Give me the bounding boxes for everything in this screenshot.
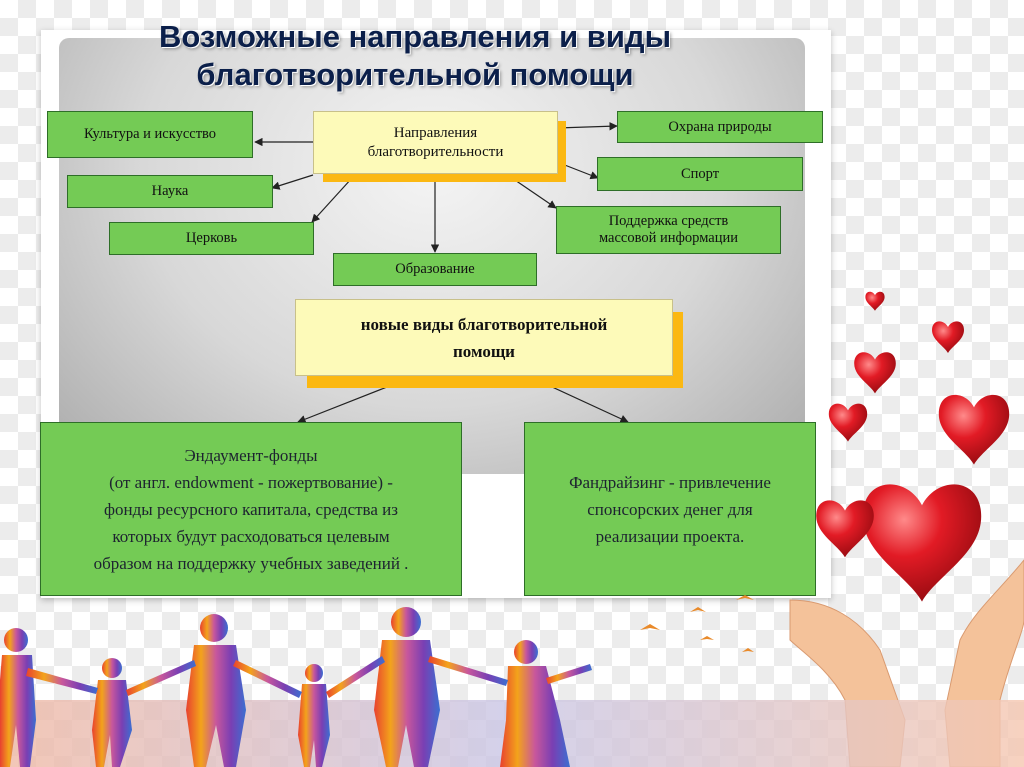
birds-icon [640, 595, 754, 652]
direction-label: Наука [151, 183, 189, 199]
direction-label: Спорт [680, 165, 720, 182]
arrow-science [271, 174, 314, 190]
direction-sport: Спорт [597, 157, 803, 191]
title-line-2: благотворительной помощи [196, 57, 634, 92]
direction-science: Наука [67, 175, 273, 208]
direction-label: Охрана природы [668, 118, 772, 135]
direction-label: Церковь [185, 230, 238, 246]
direction-media: Поддержка средств массовой информации [556, 206, 781, 254]
direction-church: Церковь [109, 222, 314, 255]
endowment-text: Эндаумент-фонды (от англ. endowment - по… [93, 445, 409, 573]
slide-title: Возможные направления и виды благотворит… [100, 18, 730, 94]
endowment-box: Эндаумент-фонды (от англ. endowment - по… [40, 422, 462, 596]
new-types-label: новые виды благотворительной помощи [360, 314, 608, 361]
arrow-nature [556, 122, 618, 131]
new-types-box: новые виды благотворительной помощи [295, 299, 673, 376]
direction-nature: Охрана природы [617, 111, 823, 143]
arrow-church [311, 177, 353, 223]
family-holding-hands-icon [0, 607, 592, 767]
center-box-label: Направления благотворительности [367, 124, 504, 160]
direction-label: Культура и искусство [83, 126, 217, 142]
fundraising-text: Фандрайзинг - привлечение спонсорских де… [569, 472, 771, 546]
center-box: Направления благотворительности [313, 111, 558, 174]
direction-culture: Культура и искусство [47, 111, 253, 158]
direction-label: Поддержка средств массовой информации [598, 213, 738, 246]
arrow-media [511, 177, 557, 209]
direction-label: Образование [395, 261, 475, 277]
fundraising-box: Фандрайзинг - привлечение спонсорских де… [524, 422, 816, 596]
direction-education: Образование [333, 253, 537, 286]
title-line-1: Возможные направления и виды [158, 19, 672, 54]
